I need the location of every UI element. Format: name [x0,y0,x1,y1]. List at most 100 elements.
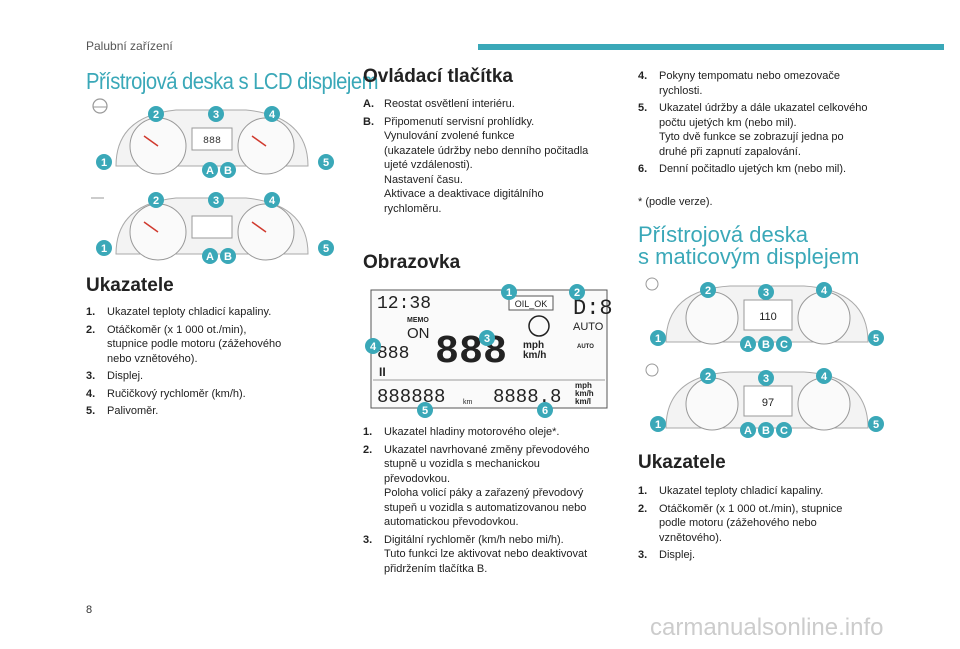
badge-5: 5 [868,330,884,346]
svg-text:5: 5 [323,243,329,255]
lcd-cluster-illustration-1: 888 2 3 4 1 5 A B [86,96,336,184]
svg-text:5: 5 [323,157,329,169]
badge-c: C [776,422,792,438]
svg-text:12:38: 12:38 [377,294,431,314]
lcd-section-title: Přístrojová deska s LCD displejem [86,68,378,94]
svg-text:AUTO: AUTO [573,321,604,333]
ukazatele-heading-left: Ukazatele [86,275,174,296]
svg-text:888: 888 [435,330,507,375]
lcd-cluster-illustration-2: 2 3 4 1 5 A B [91,192,334,264]
controls-heading: Ovládací tlačítka [363,66,513,87]
matrix-title-line2: s maticovým displejem [638,244,860,269]
list-item: 5. Ukazatel údržby a dále ukazatel celko… [638,102,868,158]
matrix-cluster-illustration-2: 97 2 3 4 1 5 A B C [645,363,884,438]
list-item: 6.Denní počitadlo ujetých km (nebo mil). [638,163,847,175]
svg-text:A: A [744,339,752,351]
badge-b: B [220,162,236,178]
badge-5: 5 [868,416,884,432]
svg-text:110: 110 [759,311,777,323]
svg-text:6: 6 [542,405,548,417]
badge-1: 1 [501,284,517,300]
svg-text:5: 5 [873,333,879,345]
svg-text:km/h: km/h [523,350,546,361]
badge-3: 3 [758,284,774,300]
matrix-title-line1: Přístrojová deska [638,222,808,247]
svg-text:8888.8: 8888.8 [493,386,561,408]
left-gauge-list: 1.Ukazatel teploty chladicí kapaliny. 2.… [86,305,336,422]
svg-text:B: B [762,339,770,351]
badge-1: 1 [96,240,112,256]
badge-1: 1 [96,154,112,170]
badge-2: 2 [148,106,164,122]
svg-text:B: B [224,251,232,263]
matrix-cluster-illustration-1: 110 2 3 4 1 5 A B C [645,277,884,352]
right-gauge-list: 1.Ukazatel teploty chladicí kapaliny. 2.… [638,484,898,563]
badge-1: 1 [650,416,666,432]
page-number: 8 [86,604,93,616]
badge-4: 4 [264,106,280,122]
badge-4: 4 [365,338,381,354]
svg-text:MEMO: MEMO [407,317,429,324]
svg-text:mph: mph [523,340,544,351]
badge-2: 2 [700,368,716,384]
svg-text:888: 888 [377,344,409,364]
list-item: 3.Displej. [638,549,696,561]
list-item: 1.Ukazatel teploty chladicí kapaliny. [638,485,824,497]
svg-text:AUTO: AUTO [577,344,594,350]
screen-heading: Obrazovka [363,252,461,273]
svg-text:4: 4 [821,371,828,383]
svg-text:A: A [744,425,752,437]
svg-text:km/h: km/h [575,389,594,398]
list-item: 3.Displej. [86,370,144,382]
svg-text:D:8: D:8 [573,296,613,321]
svg-text:1: 1 [655,419,661,431]
badge-3: 3 [208,192,224,208]
badge-5: 5 [318,240,334,256]
svg-text:888888: 888888 [377,386,445,408]
steering-wheel-icon [645,363,659,377]
svg-text:3: 3 [213,195,219,207]
svg-text:4: 4 [370,341,377,353]
svg-text:1: 1 [101,243,107,255]
badge-4: 4 [816,368,832,384]
svg-text:5: 5 [873,419,879,431]
badge-a: A [202,162,218,178]
badge-c: C [776,336,792,352]
badge-5: 5 [417,402,433,418]
svg-text:2: 2 [153,109,159,121]
svg-text:B: B [224,165,232,177]
list-item: B. Připomenutí servisní prohlídky.Vynulo… [363,115,589,215]
list-item: 3. Digitální rychloměr (km/h nebo mi/h).… [363,533,588,575]
svg-text:km/l: km/l [575,397,591,406]
svg-text:km: km [463,399,473,406]
svg-text:OIL_OK: OIL_OK [515,299,548,309]
badge-a: A [740,422,756,438]
list-item: 2.Otáčkoměr (x 1 000 ot./min),stupnice p… [86,323,282,365]
svg-text:3: 3 [763,287,769,299]
svg-text:4: 4 [269,109,276,121]
svg-text:ON: ON [407,325,430,342]
svg-text:1: 1 [655,333,661,345]
svg-text:4: 4 [269,195,276,207]
controls-list: A.Reostat osvětlení interiéru. B. Připom… [363,97,613,216]
badge-4: 4 [264,192,280,208]
steering-wheel-icon [92,98,108,114]
badge-2: 2 [148,192,164,208]
watermark: carmanualsonline.info [650,614,884,641]
list-item: 4.Ručičkový rychloměr (km/h). [86,387,246,400]
footnote: * (podle verze). [638,196,713,208]
svg-text:2: 2 [705,371,711,383]
svg-text:II: II [379,365,386,379]
svg-text:4: 4 [821,285,828,297]
svg-text:B: B [762,425,770,437]
svg-text:888: 888 [203,136,221,147]
ukazatele-heading-right: Ukazatele [638,452,726,473]
list-item: 5.Palivoměr. [86,405,159,417]
svg-text:97: 97 [762,397,774,409]
svg-text:1: 1 [506,287,512,299]
steering-wheel-icon [645,277,659,291]
badge-1: 1 [650,330,666,346]
badge-2: 2 [569,284,585,300]
badge-b: B [758,422,774,438]
